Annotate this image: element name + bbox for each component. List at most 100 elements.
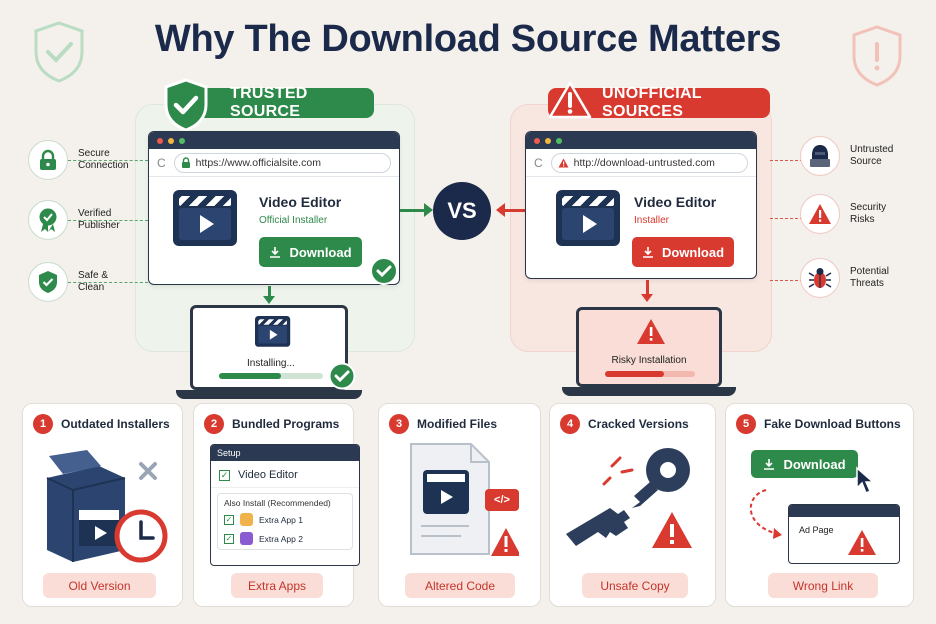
video-editor-app-icon [556, 190, 620, 246]
feature-safe-clean: Safe & Clean [28, 262, 128, 302]
page-title: Why The Download Source Matters [154, 18, 782, 60]
card-title: Modified Files [417, 417, 498, 431]
feature-label: Safe & Clean [78, 270, 109, 293]
maximize-dot[interactable] [179, 137, 185, 144]
feature-label: Security Risks [850, 202, 887, 225]
feature-verified-publisher: Verified Publisher [28, 200, 138, 240]
fake-download-button[interactable]: Download [751, 450, 858, 478]
connector-line [68, 160, 148, 161]
unofficial-badge-label: UNOFFICIAL SOURCES [602, 85, 702, 120]
feature-label: Potential Threats [850, 266, 889, 289]
check-circle-icon [328, 362, 356, 390]
card-number: 4 [560, 414, 580, 434]
arrow-line-green [400, 209, 426, 212]
connector-line [770, 218, 808, 219]
lock-icon [181, 157, 190, 168]
extra-app-item[interactable]: ✓ Extra App 2 [224, 532, 346, 545]
checkbox-checked-icon[interactable]: ✓ [224, 514, 234, 525]
card-title: Outdated Installers [61, 417, 170, 431]
laptop-base [176, 390, 362, 399]
close-dot[interactable] [534, 137, 540, 144]
connector-line [68, 282, 148, 283]
url-text: https://www.officialsite.com [195, 156, 321, 169]
checkbox-checked-icon[interactable]: ✓ [219, 469, 230, 481]
minimize-dot[interactable] [168, 137, 174, 144]
video-editor-app-icon [173, 190, 237, 246]
card-title: Cracked Versions [588, 417, 689, 431]
checkbox-checked-icon[interactable]: ✓ [224, 533, 234, 544]
app-name: Video Editor [634, 194, 717, 210]
arrow-left-icon [496, 203, 505, 217]
download-icon [270, 247, 281, 258]
app-subtitle: Official Installer [259, 215, 328, 226]
maximize-dot[interactable] [556, 137, 562, 144]
install-label: Installing... [247, 358, 295, 369]
redirect-arrow-icon [749, 489, 782, 539]
feature-label: Untrusted Source [850, 144, 894, 167]
install-progress-fill [605, 371, 664, 377]
install-progress-track [219, 373, 323, 379]
card-number: 5 [736, 414, 756, 434]
reload-icon[interactable]: C [157, 155, 166, 170]
card-number: 2 [204, 414, 224, 434]
minimize-dot[interactable] [545, 137, 551, 144]
card-number: 3 [389, 414, 409, 434]
extra-app-icon [240, 513, 253, 526]
warning-icon [809, 204, 831, 224]
connector-line [770, 280, 808, 281]
trusted-shield-icon [164, 78, 208, 132]
main-install-item[interactable]: ✓ Video Editor [211, 461, 359, 488]
download-icon [642, 247, 653, 258]
url-text: http://download-untrusted.com [573, 156, 715, 169]
feature-label: Secure Connection [78, 148, 129, 171]
browser-titlebar [149, 132, 399, 149]
arrow-down-icon [641, 294, 653, 302]
ad-page-label: Ad Page [799, 525, 834, 535]
card-title: Fake Download Buttons [764, 417, 901, 431]
ad-page-titlebar [789, 505, 899, 517]
install-label: Risky Installation [611, 355, 687, 366]
bug-icon [808, 268, 832, 288]
setup-dialog: Setup ✓ Video Editor Also Install (Recom… [210, 444, 360, 566]
app-subtitle: Installer [634, 215, 670, 226]
ad-page-window: Ad Page [788, 504, 900, 564]
unofficial-laptop: Risky Installation [576, 307, 722, 387]
feature-secure-connection: Secure Connection [28, 140, 138, 180]
verified-badge-icon [39, 208, 57, 232]
download-label: Download [289, 244, 352, 260]
modified-file-icon [410, 443, 519, 556]
app-name: Video Editor [259, 194, 342, 210]
cursor-pointer-icon [856, 466, 875, 495]
reload-icon[interactable]: C [534, 155, 543, 170]
card-cracked-versions: 4 Cracked Versions Unsafe Copy [549, 403, 716, 607]
download-button[interactable]: Download [632, 237, 734, 267]
arrow-down-icon [263, 296, 275, 304]
setup-dialog-title: Setup [211, 445, 359, 461]
shield-warning-icon [852, 25, 902, 87]
old-box-clock-icon [46, 450, 168, 563]
card-tag: Unsafe Copy [582, 573, 688, 598]
laptop-base [562, 387, 736, 396]
unofficial-browser-window: C http://download-untrusted.com Video Ed… [525, 131, 757, 279]
trusted-source-badge: TRUSTED SOURCE [176, 85, 374, 120]
feature-label: Verified Publisher [78, 208, 120, 231]
fake-download-label: Download [783, 456, 846, 472]
download-label: Download [661, 244, 725, 260]
lock-icon [40, 149, 56, 170]
connector-line [68, 220, 148, 221]
arrow-right-icon [424, 203, 433, 217]
address-bar[interactable]: http://download-untrusted.com [550, 152, 748, 173]
card-title: Bundled Programs [232, 417, 340, 431]
trusted-browser-window: C https://www.officialsite.com Video Edi… [148, 131, 400, 285]
broken-key-icon [566, 448, 692, 548]
close-dot[interactable] [157, 137, 163, 144]
warning-icon [637, 319, 665, 344]
extra-app-item[interactable]: ✓ Extra App 1 [224, 513, 346, 526]
address-bar[interactable]: https://www.officialsite.com [173, 152, 391, 173]
code-badge: </> [485, 489, 519, 511]
download-button[interactable]: Download [259, 237, 362, 267]
connector-line [770, 160, 808, 161]
card-bundled-programs: 2 Bundled Programs Setup ✓ Video Editor A… [193, 403, 360, 607]
shield-check-icon [34, 21, 84, 83]
